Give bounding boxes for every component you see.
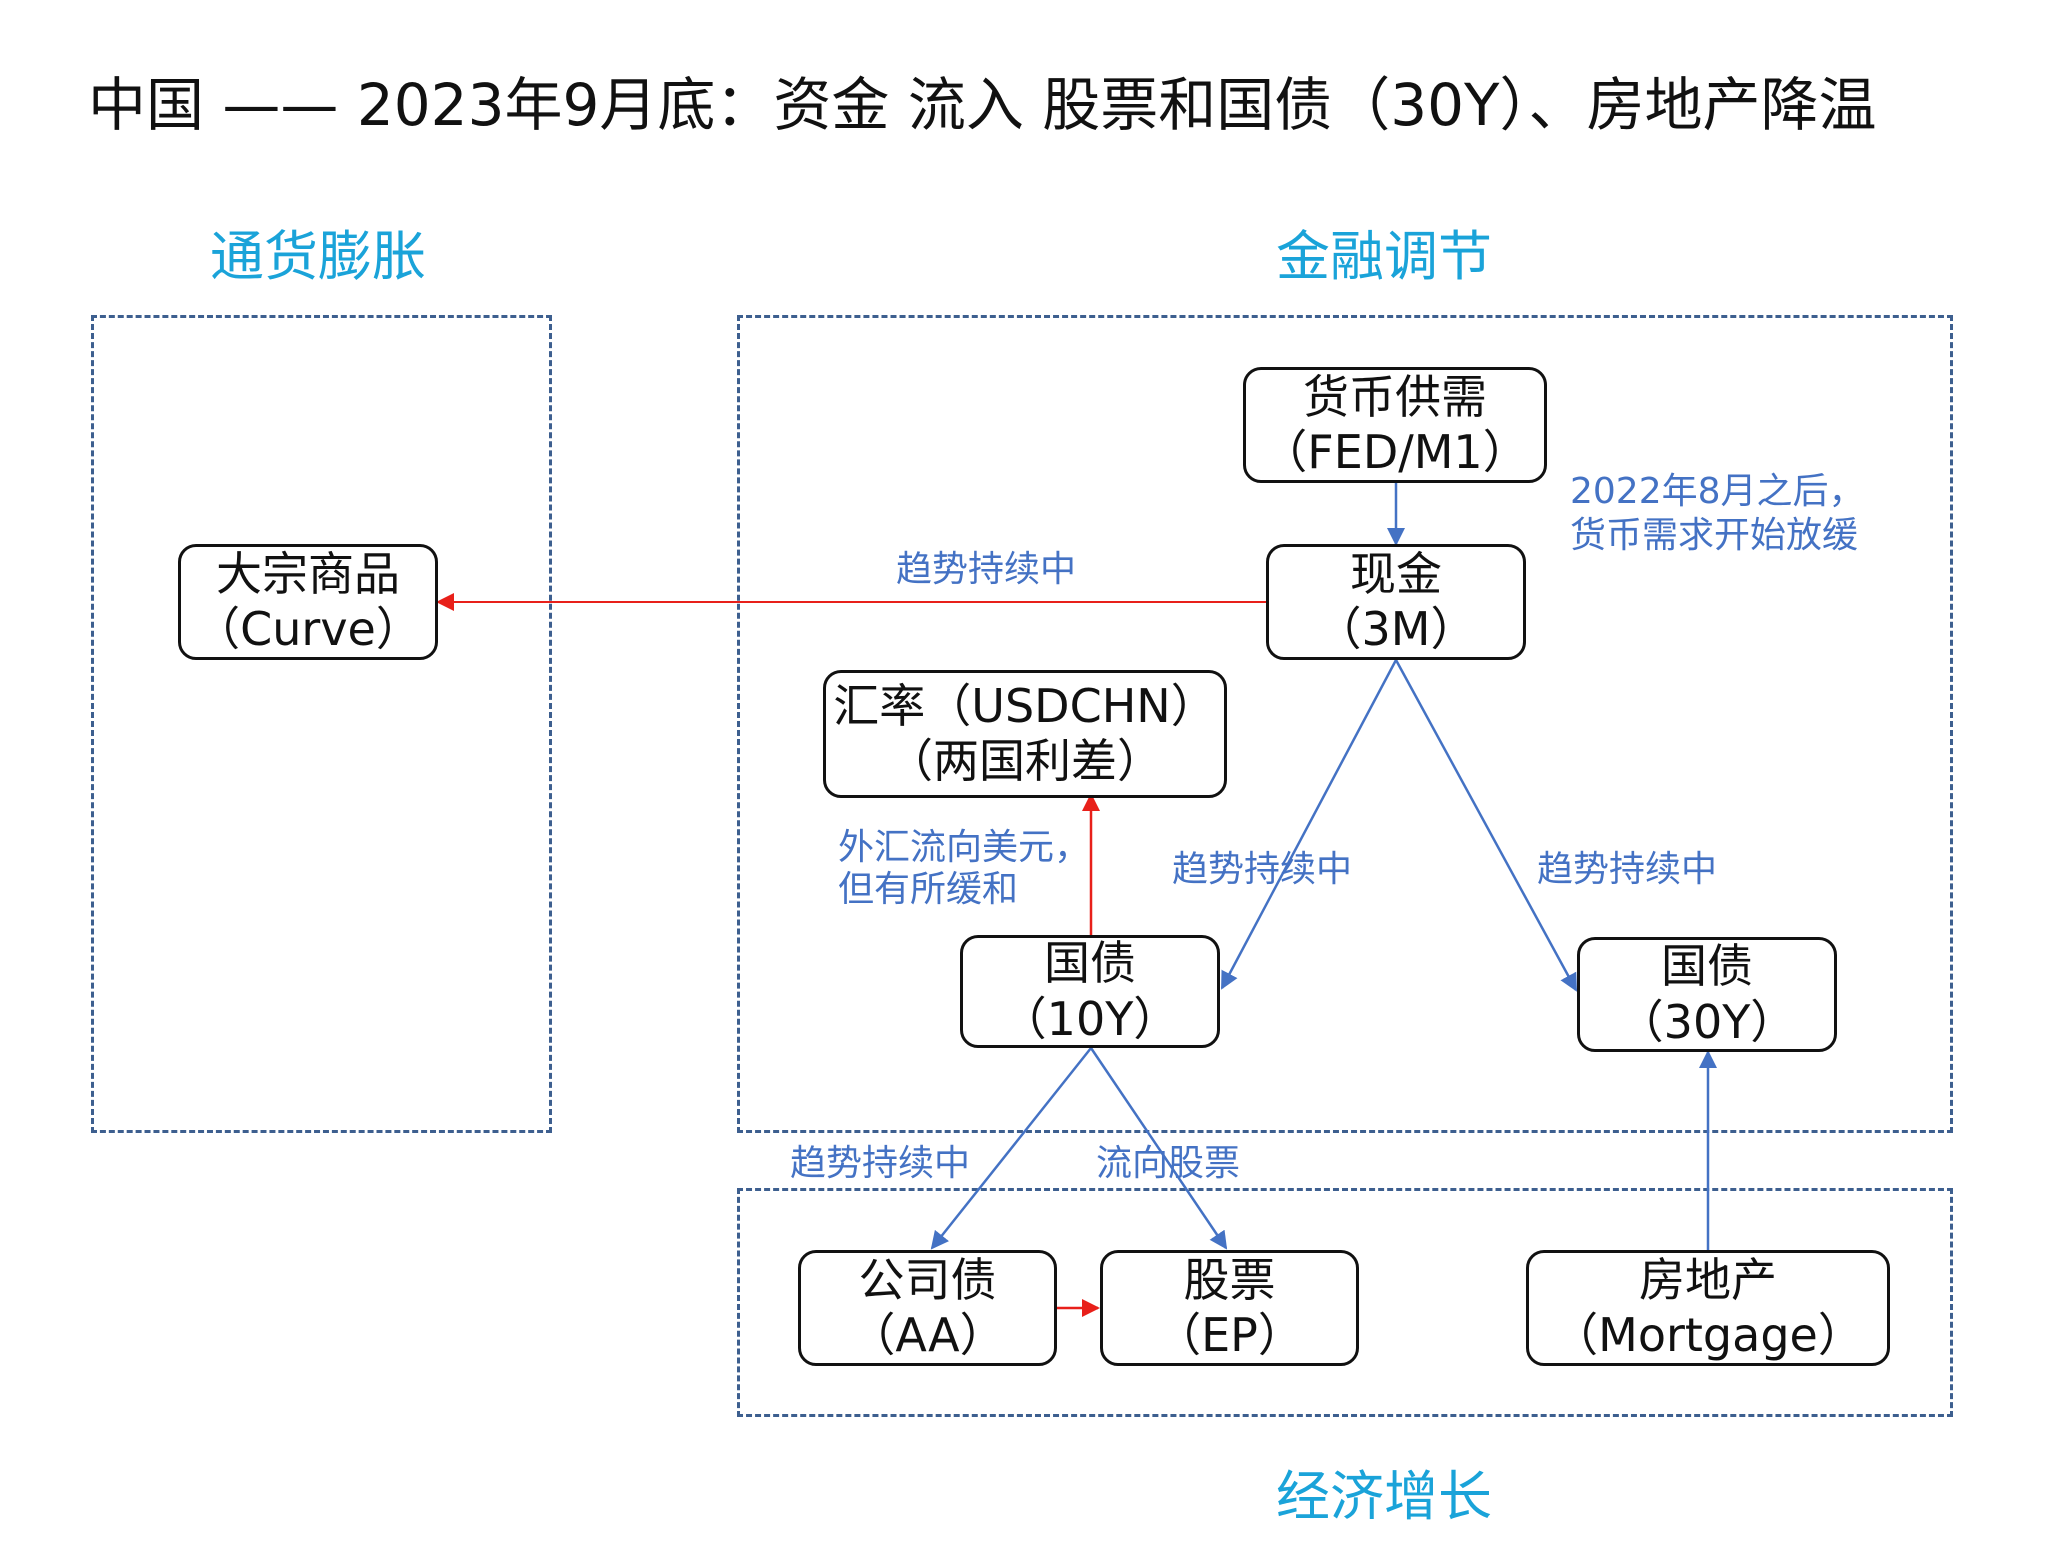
node-money-supply-line2: （FED/M1） xyxy=(1261,425,1529,479)
label-money-note-line1: 2022年8月之后， xyxy=(1570,471,1865,512)
node-real-estate-line2: （Mortgage） xyxy=(1552,1308,1864,1362)
section-title-finance: 金融调节 xyxy=(1276,225,1492,288)
node-money-supply: 货币供需 （FED/M1） xyxy=(1243,367,1547,483)
node-commodities: 大宗商品 （Curve） xyxy=(178,544,438,660)
node-corporate-bond-line1: 公司债 xyxy=(858,1252,997,1307)
region-finance xyxy=(737,315,1953,1133)
node-corporate-bond-line2: （AA） xyxy=(849,1308,1006,1362)
edge-bond10-to-stocks xyxy=(1089,1047,1228,1250)
node-cash: 现金 （3M） xyxy=(1266,544,1526,660)
node-bond10-line2: （10Y） xyxy=(1000,991,1180,1046)
node-stocks-line1: 股票 xyxy=(1183,1252,1276,1307)
node-real-estate-line1: 房地产 xyxy=(1639,1252,1777,1307)
label-fx-note-line2: 但有所缓和 xyxy=(838,869,1019,910)
node-bond30: 国债 （30Y） xyxy=(1577,937,1837,1052)
label-cash-to-commodities: 趋势持续中 xyxy=(896,549,1077,590)
node-commodities-line1: 大宗商品 xyxy=(216,546,400,601)
edge-cash-to-bond30 xyxy=(1394,659,1578,992)
node-bond30-line2: （30Y） xyxy=(1617,994,1797,1049)
node-bond10: 国债 （10Y） xyxy=(960,935,1220,1048)
edge-bond10-to-corp xyxy=(930,1047,1092,1250)
node-fx-line1: 汇率（USDCHN） xyxy=(833,678,1217,733)
node-fx: 汇率（USDCHN） （两国利差） xyxy=(823,670,1227,798)
section-title-inflation: 通货膨胀 xyxy=(210,225,426,288)
node-cash-line1: 现金 xyxy=(1350,546,1442,601)
node-fx-line2: （两国利差） xyxy=(887,734,1163,788)
node-corporate-bond: 公司债 （AA） xyxy=(798,1250,1057,1366)
node-stocks-line2: （EP） xyxy=(1155,1308,1304,1362)
node-cash-line2: （3M） xyxy=(1315,602,1477,656)
label-cash-to-bond10: 趋势持续中 xyxy=(1172,849,1353,890)
label-fx-note-line1: 外汇流向美元， xyxy=(838,827,1091,868)
node-stocks: 股票 （EP） xyxy=(1100,1250,1359,1366)
section-title-growth: 经济增长 xyxy=(1276,1465,1492,1528)
node-bond30-line1: 国债 xyxy=(1661,939,1753,994)
node-money-supply-line1: 货币供需 xyxy=(1303,369,1487,424)
page-title: 中国 —— 2023年9月底：资金 流入 股票和国债（30Y）、房地产降温 xyxy=(88,71,1877,139)
label-bond10-to-stocks: 流向股票 xyxy=(1096,1143,1241,1184)
node-commodities-line2: （Curve） xyxy=(194,602,422,656)
node-bond10-line1: 国债 xyxy=(1044,936,1136,991)
region-growth xyxy=(737,1188,1953,1417)
label-bond10-to-corp: 趋势持续中 xyxy=(790,1143,971,1184)
edge-cash-to-bond10 xyxy=(1220,659,1398,990)
label-money-note-line2: 货币需求开始放缓 xyxy=(1570,515,1859,556)
region-inflation xyxy=(91,315,552,1133)
node-real-estate: 房地产 （Mortgage） xyxy=(1526,1250,1890,1366)
label-cash-to-bond30: 趋势持续中 xyxy=(1537,849,1718,890)
